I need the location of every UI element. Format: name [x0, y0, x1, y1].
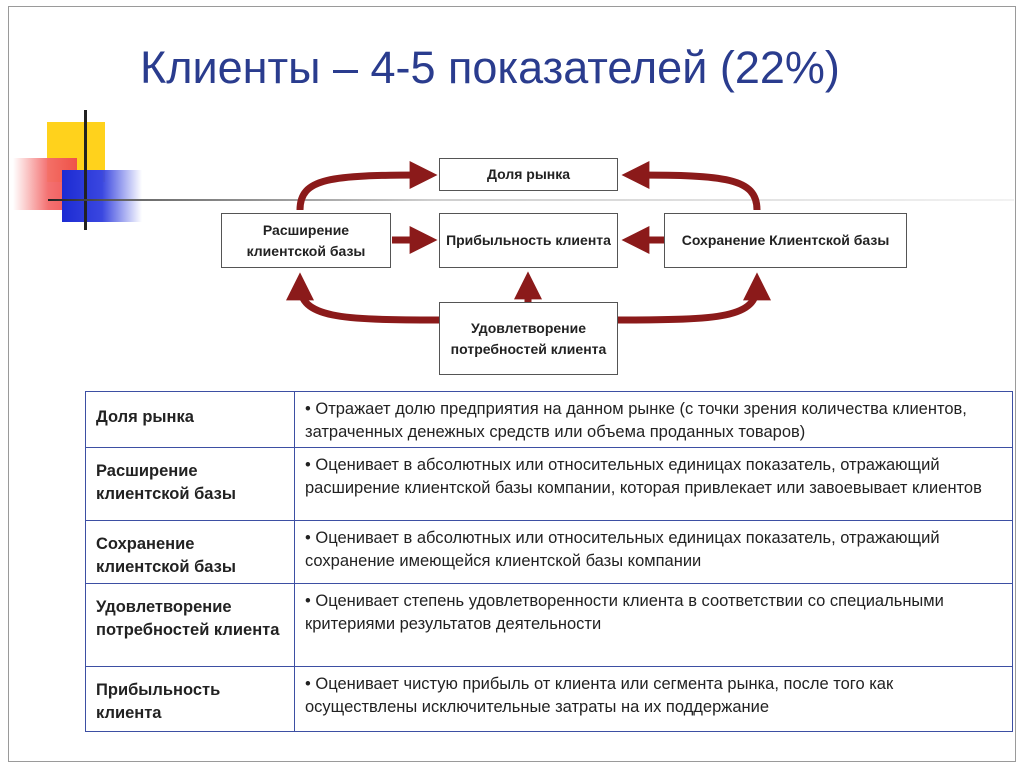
metrics-table: Доля рынка • Отражает долю предприятия н… [85, 391, 1013, 732]
decor-vertical-line [84, 110, 87, 230]
page-title: Клиенты – 4-5 показателей (22%) [140, 42, 840, 93]
box-satisfaction: Удовлетворение потребностей клиента [439, 302, 618, 375]
table-row: Сохранение клиентской базы • Оценивает в… [85, 520, 1013, 584]
table-row: Удовлетворение потребностей клиента • Оц… [85, 583, 1013, 667]
metric-description: • Оценивает чистую прибыль от клиента ил… [294, 666, 1013, 732]
metric-description: • Оценивает в абсолютных или относительн… [294, 520, 1013, 584]
arrow-satisfaction-to-expansion [286, 272, 440, 324]
metric-description: • Оценивает степень удовлетворенности кл… [294, 583, 1013, 667]
metric-description: • Оценивает в абсолютных или относительн… [294, 447, 1013, 521]
arrow-expansion-to-market [296, 161, 438, 211]
table-row: Прибыльность клиента • Оценивает чистую … [85, 666, 1013, 732]
box-profitability: Прибыльность клиента [439, 213, 618, 268]
arrow-satisfaction-to-retention [617, 272, 771, 324]
box-market-share: Доля рынка [439, 158, 618, 191]
metric-description: • Отражает долю предприятия на данном ры… [294, 391, 1013, 448]
metric-name: Доля рынка [85, 391, 295, 448]
metric-name: Сохранение клиентской базы [85, 520, 295, 584]
decor-blue-square [62, 170, 142, 222]
metric-name: Прибыльность клиента [85, 666, 295, 732]
arrow-retention-to-market [621, 161, 761, 211]
decor-horizontal-line [48, 199, 1014, 201]
box-retention: Сохранение Клиентской базы [664, 213, 907, 268]
table-row: Расширение клиентской базы • Оценивает в… [85, 447, 1013, 521]
metric-name: Удовлетворение потребностей клиента [85, 583, 295, 667]
table-row: Доля рынка • Отражает долю предприятия н… [85, 391, 1013, 448]
box-expansion: Расширение клиентской базы [221, 213, 391, 268]
metric-name: Расширение клиентской базы [85, 447, 295, 521]
